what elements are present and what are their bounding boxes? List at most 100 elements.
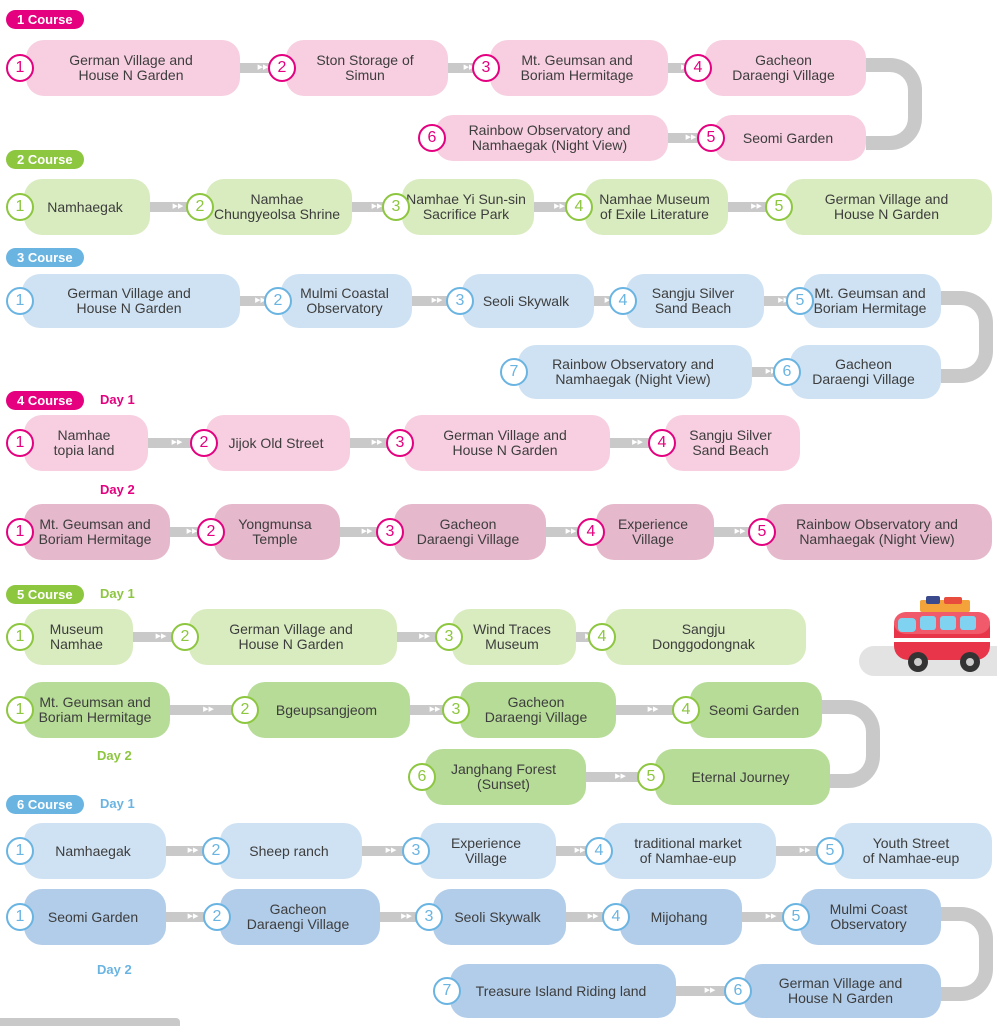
route-connector: ▶▶	[676, 986, 744, 996]
stop-number: 1	[6, 903, 34, 931]
stop-pill[interactable]: Sheep ranch	[220, 823, 362, 879]
stop-number: 4	[672, 696, 700, 724]
stop-number: 5	[765, 193, 793, 221]
stop-pill[interactable]: Jijok Old Street	[206, 415, 350, 471]
camper-van-icon	[894, 596, 990, 672]
route-connector: ▶▶	[728, 202, 785, 212]
stop-number: 4	[577, 518, 605, 546]
arrow-right-icon: ▶▶	[751, 203, 762, 210]
stop-number: 3	[386, 429, 414, 457]
route-turn	[941, 907, 993, 1001]
day-1-label: Day 1	[100, 392, 135, 407]
route-connector: ▶▶	[352, 202, 402, 212]
route-connector: ▶▶	[412, 296, 462, 306]
stop-pill[interactable]: Seomi Garden	[714, 115, 866, 161]
route-connector: ▶▶	[764, 296, 803, 306]
stop-number: 4	[609, 287, 637, 315]
stop-pill[interactable]: Mijohang	[620, 889, 742, 945]
stop-pill[interactable]: Eternal Journey	[655, 749, 830, 805]
route-connector: ▶▶	[150, 202, 206, 212]
bottom-divider	[0, 1018, 180, 1026]
stop-pill[interactable]: Seoli Skywalk	[462, 274, 594, 328]
route-connector: ▶▶	[566, 912, 620, 922]
stop-number: 5	[748, 518, 776, 546]
course-badge-5: 5 Course	[6, 585, 84, 604]
route-connector: ▶▶	[170, 705, 247, 715]
stop-number: 4	[648, 429, 676, 457]
arrow-right-icon: ▶▶	[704, 987, 716, 994]
stop-number: 5	[782, 903, 810, 931]
stop-pill[interactable]: Namhaegak	[24, 823, 166, 879]
stop-number: 6	[408, 763, 436, 791]
stop-pill[interactable]: Namhaegak	[24, 179, 150, 235]
stop-number: 7	[500, 358, 528, 386]
stop-number: 1	[6, 696, 34, 724]
arrow-right-icon: ▶▶	[385, 847, 397, 854]
stop-pill[interactable]: Janghang Forest(Sunset)	[425, 749, 586, 805]
stop-number: 2	[197, 518, 225, 546]
route-connector: ▶▶	[133, 632, 189, 642]
arrow-right-icon: ▶▶	[574, 847, 586, 854]
stop-number: 3	[415, 903, 443, 931]
stop-number: 2	[190, 429, 218, 457]
stop-number: 3	[446, 287, 474, 315]
course-badge-3: 3 Course	[6, 248, 84, 267]
stop-pill[interactable]: Seomi Garden	[690, 682, 822, 738]
stop-pill[interactable]: Treasure Island Riding land	[450, 964, 676, 1018]
route-connector: ▶▶	[752, 367, 790, 377]
route-connector: ▶▶	[586, 772, 655, 782]
day-1-label: Day 1	[100, 586, 135, 601]
stop-number: 4	[602, 903, 630, 931]
stop-pill[interactable]: Bgeupsangjeom	[247, 682, 410, 738]
stop-number: 3	[472, 54, 500, 82]
stop-number: 1	[6, 518, 34, 546]
stop-number: 3	[402, 837, 430, 865]
stop-number: 5	[637, 763, 665, 791]
route-connector: ▶▶	[742, 912, 800, 922]
arrow-right-icon: ▶▶	[371, 439, 383, 446]
stop-pill[interactable]: Seoli Skywalk	[433, 889, 566, 945]
stop-number: 1	[6, 623, 34, 651]
stop-number: 1	[6, 54, 34, 82]
course-badge-4: 4 Course	[6, 391, 84, 410]
route-turn	[822, 700, 880, 788]
arrow-right-icon: ▶▶	[647, 706, 659, 713]
stop-pill[interactable]: Seomi Garden	[24, 889, 166, 945]
stop-number: 4	[588, 623, 616, 651]
